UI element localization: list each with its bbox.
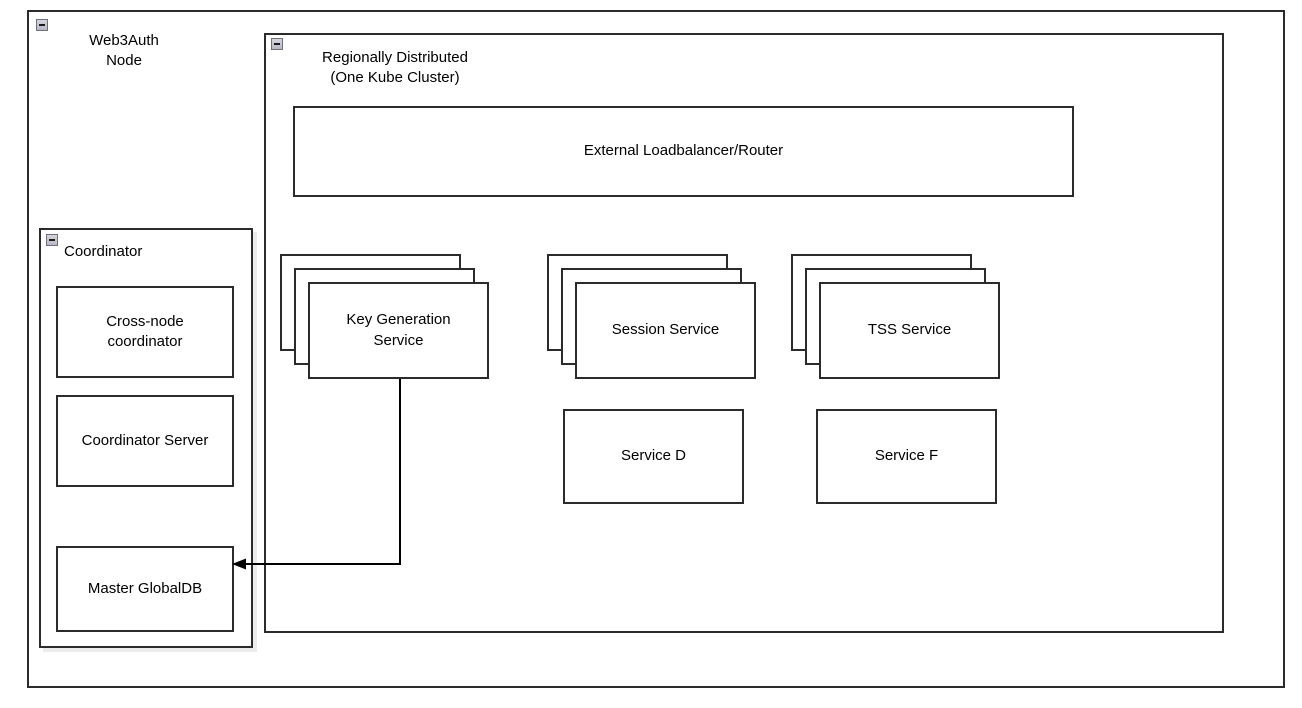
node-key-generation-service[interactable]: Key Generation Service [280, 254, 489, 379]
node-master-globaldb[interactable]: Master GlobalDB [56, 546, 234, 632]
node-tss-service[interactable]: TSS Service [791, 254, 1000, 379]
node-cross-node-coordinator[interactable]: Cross-node coordinator [56, 286, 234, 378]
node-session-service[interactable]: Session Service [547, 254, 756, 379]
container-label-kube-cluster: Regionally Distributed (One Kube Cluster… [322, 49, 468, 87]
node-external-loadbalancer-router[interactable]: External Loadbalancer/Router [293, 106, 1074, 197]
node-service-d[interactable]: Service D [563, 409, 744, 504]
collapse-minus-icon-web3auth-node[interactable] [36, 19, 48, 31]
stack-layer-front[interactable]: Key Generation Service [308, 282, 489, 379]
collapse-minus-icon-coordinator[interactable] [46, 234, 58, 246]
node-coordinator-server[interactable]: Coordinator Server [56, 395, 234, 487]
container-label-coordinator: Coordinator [64, 243, 143, 260]
stack-layer-front[interactable]: TSS Service [819, 282, 1000, 379]
stack-layer-front[interactable]: Session Service [575, 282, 756, 379]
collapse-minus-icon-kube-cluster[interactable] [271, 38, 283, 50]
node-service-f[interactable]: Service F [816, 409, 997, 504]
container-label-web3auth-node: Web3Auth Node [89, 32, 159, 70]
